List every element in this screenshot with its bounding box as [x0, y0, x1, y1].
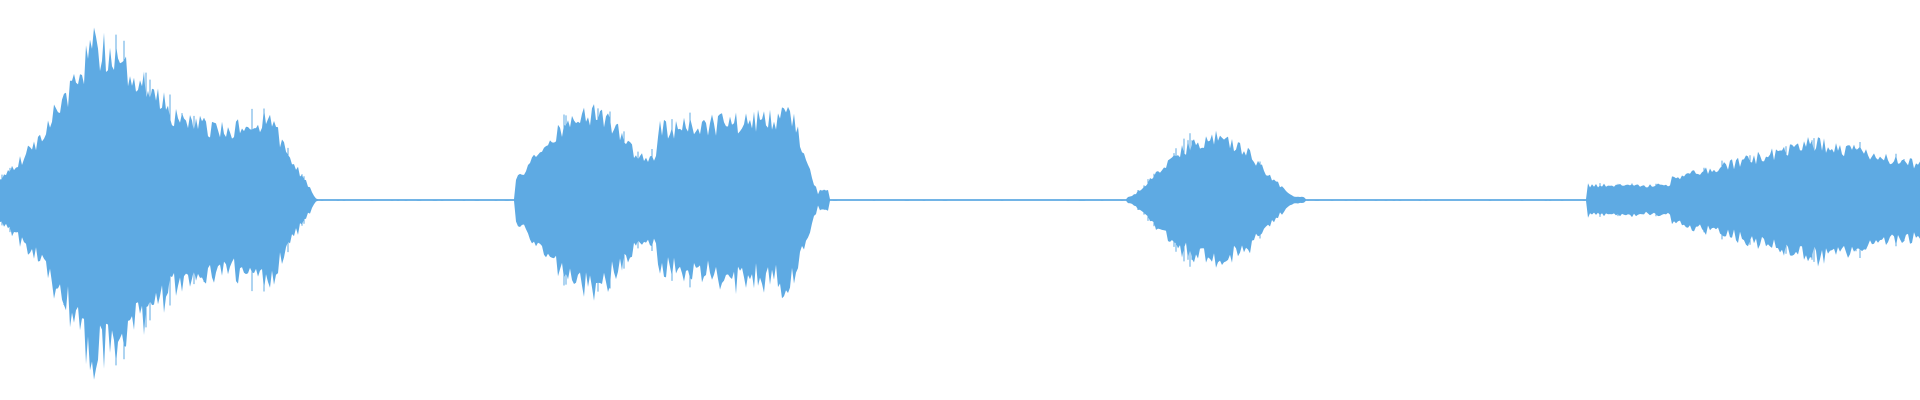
waveform-spikes [1, 34, 1905, 366]
